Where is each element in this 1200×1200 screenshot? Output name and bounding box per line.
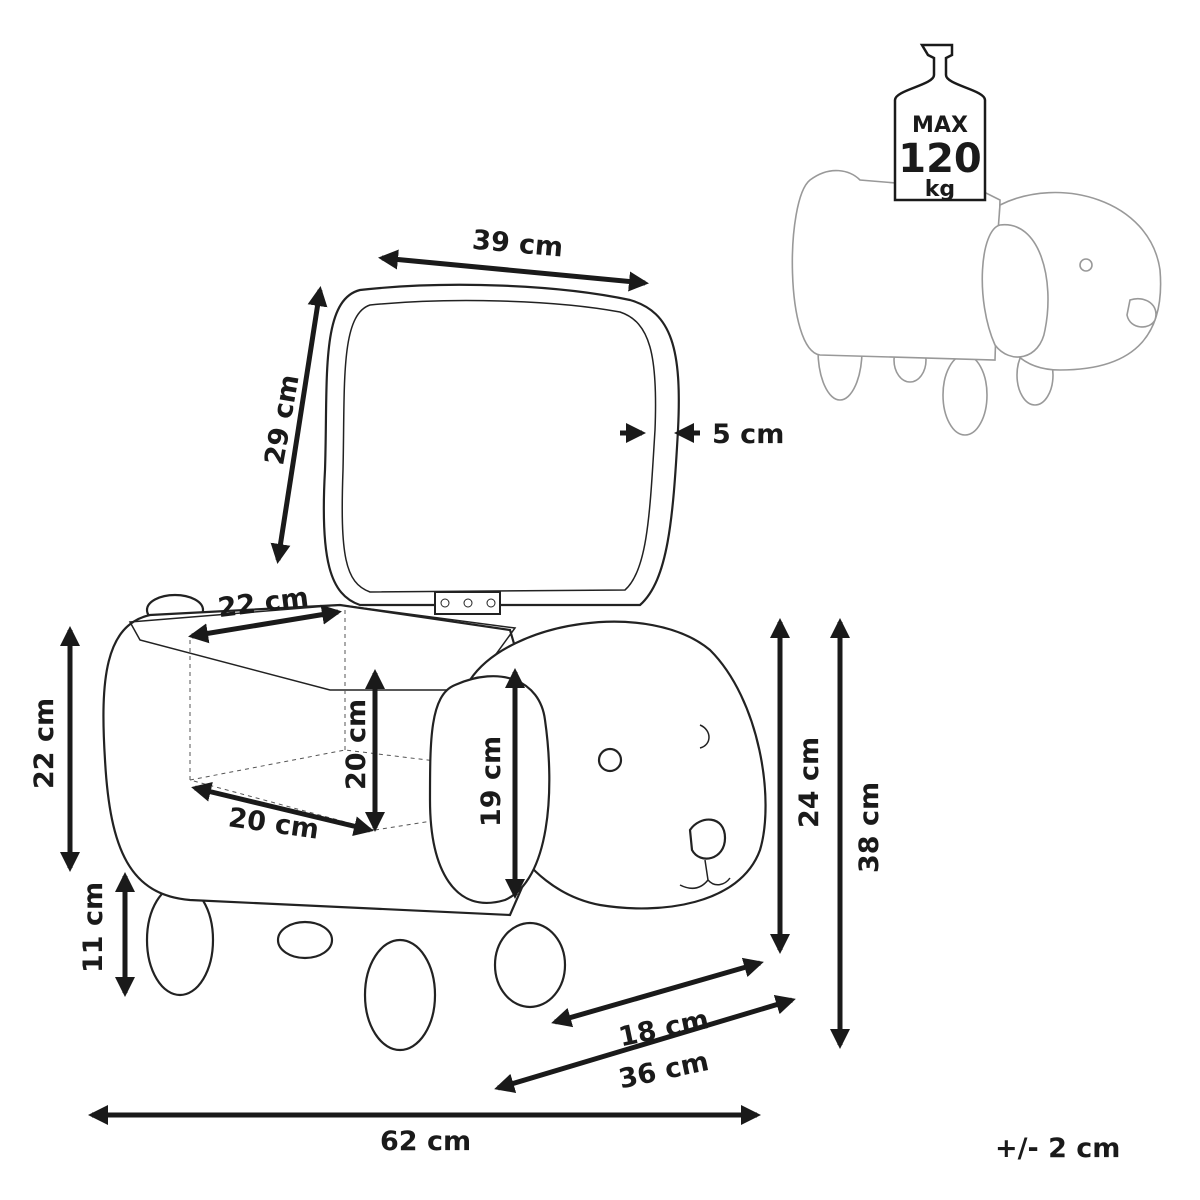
thumb-leg [942, 354, 988, 436]
tolerance-note: +/- 2 cm [995, 1133, 1120, 1164]
thumb-body [791, 169, 1001, 361]
label-head-width: 18 cm [616, 1004, 712, 1053]
arrow-head-width [551, 957, 764, 1028]
thumbnail-ottoman [791, 169, 1162, 436]
thumb-ear [981, 224, 1049, 358]
nose [688, 818, 727, 860]
lid-inner [341, 299, 657, 593]
thumb-eye [1079, 258, 1093, 272]
label-storage-height: 20 cm [341, 699, 372, 790]
leg [363, 938, 437, 1052]
arrow-opening-depth [191, 782, 374, 836]
ear-right [699, 724, 710, 749]
label-head-height: 24 cm [794, 737, 825, 828]
weight-icon: MAX 120 kg [893, 43, 987, 202]
max-value: 120 [898, 136, 982, 182]
thumb-nose [1126, 298, 1157, 328]
label-lid-width: 39 cm [471, 225, 564, 264]
label-total-height: 38 cm [854, 782, 885, 873]
arrow-total-depth [494, 995, 796, 1093]
ottoman-drawing [102, 283, 767, 1052]
arrow-lid-width [378, 249, 649, 292]
arrow-lid-depth [270, 286, 328, 564]
label-body-height: 22 cm [29, 698, 60, 789]
label-lid-thickness: 5 cm [712, 419, 784, 450]
mouth [679, 859, 731, 890]
dimension-arrows [60, 249, 850, 1125]
label-total-depth: 36 cm [616, 1046, 712, 1095]
label-leg-height: 11 cm [78, 882, 109, 973]
max-unit: kg [925, 177, 955, 202]
lid [322, 283, 680, 607]
label-total-width: 62 cm [380, 1126, 471, 1157]
max-label: MAX [912, 113, 968, 138]
leg [493, 921, 567, 1009]
hinge [434, 591, 501, 615]
leg [276, 920, 334, 960]
label-ear-length: 19 cm [476, 736, 507, 827]
arrow-opening-width [188, 604, 342, 644]
eye [597, 747, 623, 773]
storage-hidden-lines [189, 610, 511, 831]
dimension-labels: 39 cm 29 cm 5 cm 22 cm 22 cm 20 cm 20 cm… [29, 225, 1120, 1164]
